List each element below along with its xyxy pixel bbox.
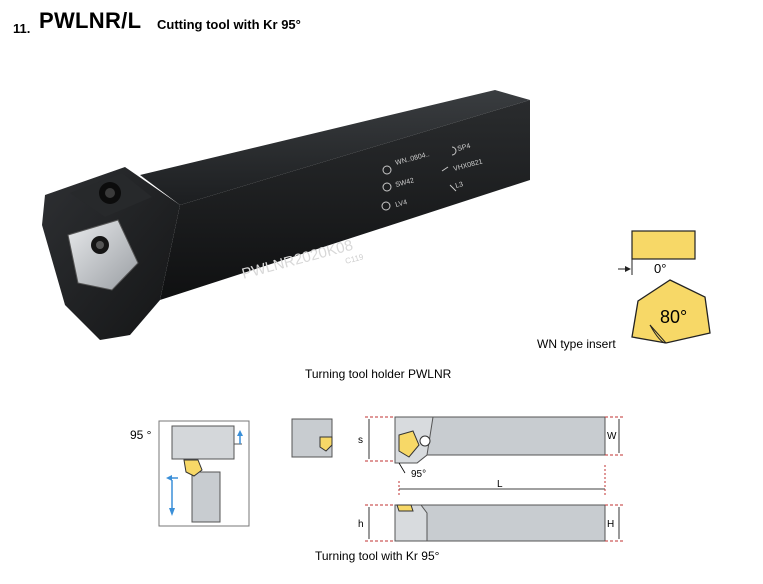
dim-H-label: H — [607, 519, 614, 530]
feed-up-arrow-icon — [237, 430, 243, 436]
insert-top — [398, 430, 420, 458]
section-number: 11. — [13, 21, 31, 36]
holder-body — [191, 471, 221, 523]
kr-angle-label: 95 ° — [130, 428, 152, 442]
insert-angle-label: 80° — [660, 307, 687, 327]
dim-h-label: h — [358, 519, 364, 530]
page-title: PWLNR/L — [39, 8, 142, 33]
tool-holder-photo: PWLNR2020K08 C119 WN..0804.. SW42 LV4 SP… — [42, 90, 530, 340]
engraving-part-3: LV4 — [395, 199, 408, 209]
insert-icon — [319, 436, 333, 452]
engraving-part-4: SP4 — [457, 143, 472, 153]
workpiece — [171, 425, 235, 460]
clearance-angle-label: 0° — [654, 261, 666, 276]
engraving-part-2: SW42 — [395, 177, 415, 189]
side-view-icon — [291, 418, 333, 458]
kr-schematic — [158, 420, 250, 527]
key-icon — [449, 184, 457, 192]
screw-tool-icon — [441, 166, 449, 172]
dim-s-label: s — [358, 435, 363, 446]
spring-icon — [451, 146, 457, 156]
shank-top-face — [140, 90, 530, 205]
side-view-body — [394, 504, 606, 542]
dimension-drawing: s W 95° L h H — [358, 416, 623, 542]
engraved-part-icons — [381, 146, 457, 211]
insert-side — [396, 504, 414, 512]
feed-down-arrow-icon — [169, 508, 175, 516]
dim-l-label: L — [497, 479, 503, 490]
shim-icon — [381, 201, 391, 211]
wn-insert-diagram: 0° 80° — [618, 230, 711, 344]
shank-front-face — [160, 100, 530, 300]
insert-side-view — [631, 230, 696, 260]
clamp-screw-icon — [419, 435, 431, 447]
side-view-head — [394, 504, 428, 542]
photo-caption: Turning tool holder PWLNR — [305, 367, 452, 381]
feed-left-arrow-icon — [166, 475, 172, 481]
dim-w-label: W — [607, 431, 617, 442]
page-subtitle: Cutting tool with Kr 95° — [157, 17, 301, 32]
insert-icon — [382, 165, 392, 175]
drawing-caption: Turning tool with Kr 95° — [315, 549, 440, 563]
engraving-part-6: L3 — [455, 181, 464, 190]
carbide-insert — [67, 219, 139, 291]
screw-icon — [382, 182, 392, 192]
insert-caption: WN type insert — [537, 337, 616, 351]
small-angle-label: 95° — [411, 469, 426, 480]
insert-icon — [183, 459, 203, 477]
